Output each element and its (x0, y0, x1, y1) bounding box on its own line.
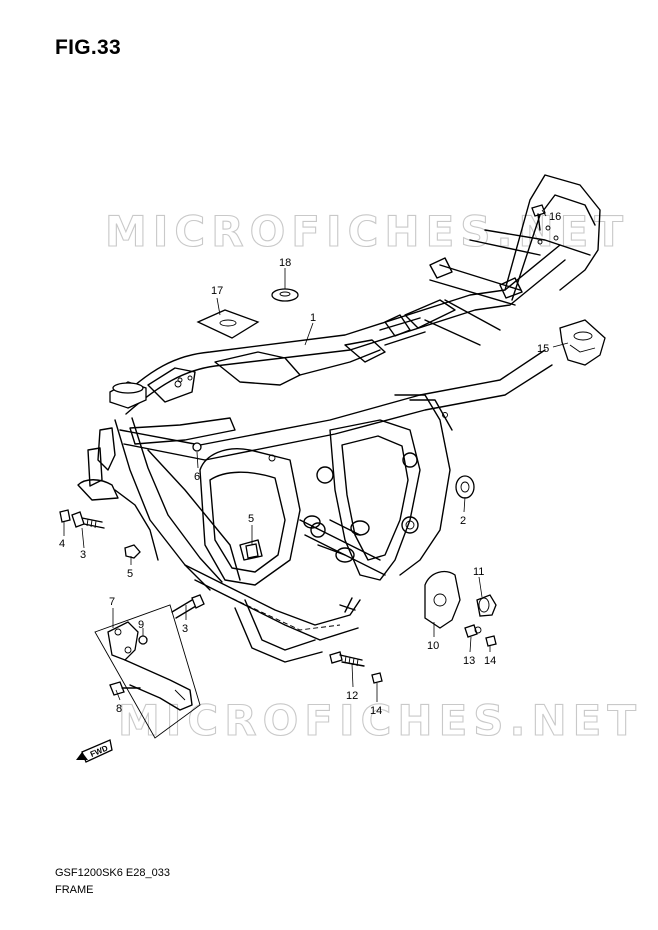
callout-1: 1 (310, 312, 316, 324)
dashed-guide (224, 594, 341, 631)
callout-13: 13 (463, 655, 475, 667)
callout-18: 18 (279, 257, 291, 269)
forward-arrow-icon: FWD (76, 739, 113, 763)
part-17-plate (196, 309, 260, 339)
part-18-grommet (271, 288, 299, 302)
part-12-bolt (329, 651, 365, 667)
callout-10: 10 (427, 640, 439, 652)
callout-5-left: 5 (127, 568, 133, 580)
main-frame (77, 174, 601, 663)
part-3-bolt (71, 511, 105, 529)
part-6-pin (192, 442, 202, 452)
part-2-washer (455, 475, 475, 499)
diagram-name: FRAME (55, 884, 94, 896)
figure-title: FIG.33 (55, 36, 121, 59)
part-14-cap-lower (371, 672, 383, 684)
callout-5-center: 5 (248, 513, 254, 525)
callout-9: 9 (138, 619, 144, 631)
callout-3-lower: 3 (182, 623, 188, 635)
callout-12: 12 (346, 690, 358, 702)
part-11-bushing (476, 594, 497, 617)
callout-4: 4 (59, 538, 65, 550)
callout-3-left: 3 (80, 549, 86, 561)
part-7-inset (94, 604, 201, 739)
part-15-mount (559, 319, 606, 366)
callout-16: 16 (549, 211, 561, 223)
part-13-bolt (464, 624, 482, 638)
callout-11: 11 (473, 566, 484, 578)
callout-8: 8 (116, 703, 122, 715)
callout-7: 7 (109, 596, 115, 608)
part-5-nut-left (124, 544, 141, 559)
part-4-nut (59, 509, 71, 523)
callout-15: 15 (537, 343, 549, 355)
callout-2: 2 (460, 515, 466, 527)
callout-6: 6 (194, 471, 200, 483)
part-10-mount-bracket (424, 571, 461, 629)
callout-14-right: 14 (484, 655, 496, 667)
diagram-code: GSF1200SK6 E28_033 (55, 867, 170, 879)
callout-14-lower: 14 (370, 705, 382, 717)
part-3-bolt-lower (171, 594, 205, 619)
part-14-cap-right (485, 635, 497, 647)
watermark-bottom: MICROFICHES.NET (118, 696, 642, 745)
leader-lines (63, 209, 569, 702)
callout-17: 17 (211, 285, 223, 297)
part-5-nut-center (245, 543, 259, 559)
part-16-bolt (531, 204, 546, 231)
callout-labels: 1 2 3 3 4 5 5 6 7 8 9 10 11 12 13 14 14 … (59, 211, 561, 717)
